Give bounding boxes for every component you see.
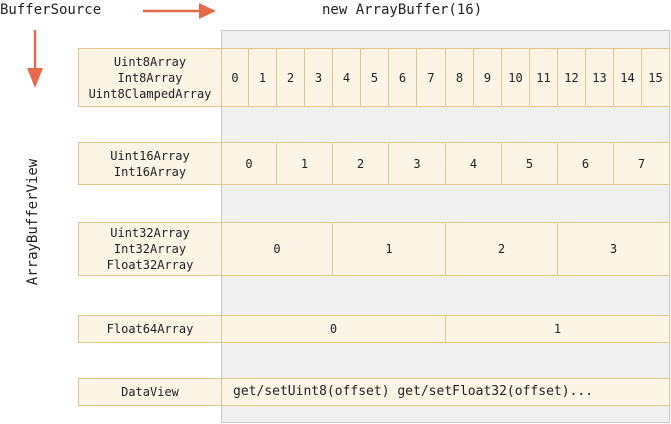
- view-type-name: Float64Array: [106, 322, 194, 336]
- element-index-cell: 6: [388, 48, 417, 107]
- view-type-name: Int16Array: [113, 164, 187, 179]
- element-index-cell: 8: [445, 48, 474, 107]
- view-type-label: Float64Array: [78, 315, 222, 343]
- element-index-cell: 7: [416, 48, 446, 107]
- view-type-name: Uint32Array: [110, 226, 190, 240]
- view-type-name: Uint16Array: [110, 148, 190, 163]
- view-type-name: Uint8Array: [113, 54, 187, 69]
- element-index-cell: 0: [221, 222, 333, 276]
- array-buffer-view-title: ArrayBufferView: [25, 158, 41, 286]
- view-type-label: DataView: [78, 378, 222, 406]
- element-index-cell: 2: [276, 48, 305, 107]
- view-type-name: Int32Array: [113, 242, 187, 256]
- element-index-cell: 7: [613, 142, 670, 185]
- element-index-cell: 9: [473, 48, 502, 107]
- element-index-cell: 1: [248, 48, 277, 107]
- element-index-cell: 3: [557, 222, 670, 276]
- element-index-cell: 14: [613, 48, 642, 107]
- element-index-cell: 1: [332, 222, 446, 276]
- element-index-cell: 2: [445, 222, 558, 276]
- buffer-source-title: BufferSource: [0, 2, 102, 18]
- view-type-name: Float32Array: [106, 258, 194, 272]
- view-type-name: Uint8ClampedArray: [88, 86, 212, 101]
- element-index-cell: 5: [360, 48, 389, 107]
- element-index-cell: 2: [332, 142, 389, 185]
- element-index-cell: 12: [557, 48, 586, 107]
- down-arrow-icon: [27, 30, 43, 88]
- dataview-methods: get/setUint8(offset) get/setFloat32(offs…: [221, 378, 670, 406]
- element-index-cell: 0: [221, 48, 249, 107]
- element-index-cell: 4: [332, 48, 361, 107]
- element-index-cell: 6: [557, 142, 614, 185]
- element-index-cell: 15: [641, 48, 670, 107]
- view-type-name: Int8Array: [117, 70, 183, 85]
- element-index-cell: 1: [445, 315, 670, 343]
- element-index-cell: 10: [501, 48, 530, 107]
- element-index-cell: 13: [585, 48, 614, 107]
- element-index-cell: 4: [445, 142, 502, 185]
- right-arrow-icon: [143, 3, 216, 19]
- element-index-cell: 3: [388, 142, 446, 185]
- element-index-cell: 1: [276, 142, 333, 185]
- element-index-cell: 3: [304, 48, 333, 107]
- element-index-cell: 5: [501, 142, 558, 185]
- element-index-cell: 0: [221, 142, 277, 185]
- array-buffer-title: new ArrayBuffer(16): [322, 2, 483, 18]
- view-type-name: DataView: [121, 385, 179, 399]
- element-index-cell: 11: [529, 48, 558, 107]
- element-index-cell: 0: [221, 315, 446, 343]
